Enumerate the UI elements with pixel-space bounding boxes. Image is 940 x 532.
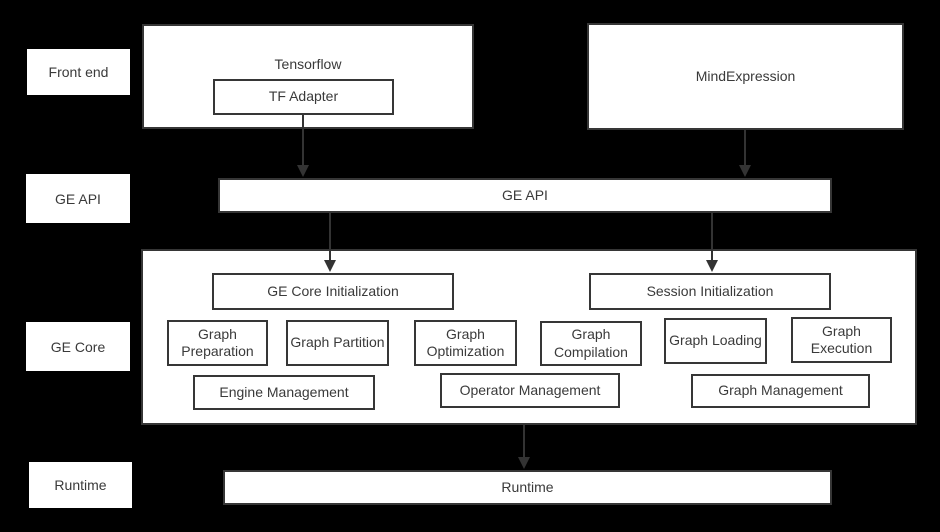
session-initialization-box: Session Initialization: [589, 273, 831, 310]
arrow-line: [711, 213, 713, 260]
module-graph-optimization: Graph Optimization: [414, 320, 517, 366]
arrow-line: [744, 130, 746, 165]
arrow-ge-core-to-runtime: [517, 425, 531, 469]
arrow-line: [523, 425, 525, 457]
arrow-head-icon: [706, 260, 718, 272]
layer-label-ge-core: GE Core: [26, 322, 130, 371]
layer-label-front-end: Front end: [27, 49, 130, 95]
engine-management-box: Engine Management: [193, 375, 375, 410]
ge-api-bar: GE API: [218, 178, 832, 213]
arrow-line: [329, 213, 331, 260]
module-graph-compilation: Graph Compilation: [540, 321, 642, 366]
layer-label-runtime: Runtime: [29, 462, 132, 508]
tensorflow-label: Tensorflow: [274, 56, 342, 72]
operator-management-box: Operator Management: [440, 373, 620, 408]
layer-label-ge-api: GE API: [26, 174, 130, 223]
arrow-head-icon: [518, 457, 530, 469]
ge-core-box: GE Core Initialization Session Initializ…: [141, 249, 917, 425]
ge-core-initialization-box: GE Core Initialization: [212, 273, 454, 310]
arrow-head-icon: [739, 165, 751, 177]
module-graph-execution: Graph Execution: [791, 317, 892, 363]
mindexpression-box: MindExpression: [587, 23, 904, 130]
arrow-head-icon: [324, 260, 336, 272]
graph-management-box: Graph Management: [691, 374, 870, 408]
runtime-bar: Runtime: [223, 470, 832, 505]
arrow-tf-adapter-to-ge-api: [296, 115, 310, 177]
arrow-ge-api-to-session-initialization: [705, 213, 719, 272]
module-graph-partition: Graph Partition: [286, 320, 389, 366]
arrow-ge-api-to-ge-core-initialization: [323, 213, 337, 272]
arrow-line: [302, 115, 304, 165]
arrow-head-icon: [297, 165, 309, 177]
tf-adapter-box: TF Adapter: [213, 79, 394, 115]
arrow-mindexpression-to-ge-api: [738, 130, 752, 177]
module-graph-loading: Graph Loading: [664, 318, 767, 364]
module-graph-preparation: Graph Preparation: [167, 320, 268, 366]
tensorflow-box: Tensorflow TF Adapter: [142, 24, 474, 129]
